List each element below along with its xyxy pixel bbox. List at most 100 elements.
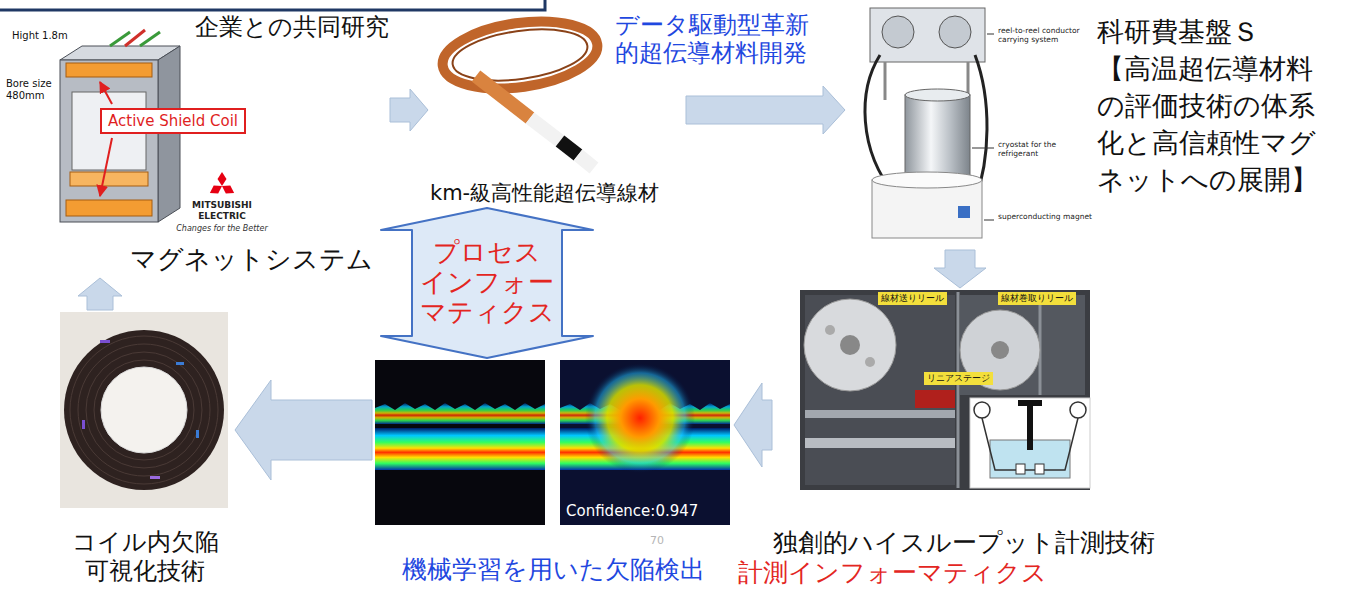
apparatus-illustration — [958, 206, 970, 218]
flow-arrow — [78, 278, 122, 310]
node-caption: 【高温超伝導材料の評価技術の体系化と高信頼性マグネットへの展開】 — [1097, 51, 1334, 199]
heatmap-illustration — [560, 360, 730, 525]
annotation-label: MITSUBISHI ELECTRIC — [186, 200, 258, 222]
stage-node: 機械学習を用いた欠陥検出 — [372, 358, 734, 588]
annotation-label: superconducting magnet — [998, 212, 1092, 221]
apparatus-illustration — [872, 172, 982, 188]
flow-arrow — [734, 383, 772, 467]
tape-illustration — [449, 22, 590, 88]
photo-illustration — [800, 290, 1090, 490]
annotation-label: 70 — [650, 534, 664, 547]
photo-illustration — [1018, 400, 1042, 406]
company-logo — [208, 172, 237, 197]
photo-illustration — [805, 410, 955, 418]
coil-illustration — [60, 312, 228, 508]
photo-illustration — [970, 398, 1090, 488]
apparatus-illustration — [939, 16, 971, 48]
photo-illustration — [991, 341, 1009, 359]
apparatus-illustration — [984, 220, 994, 221]
magnet-illustration — [66, 63, 152, 77]
stage-node: マグネットシステム — [5, 28, 390, 278]
magnet-illustration — [100, 138, 112, 196]
photo-illustration — [840, 335, 860, 355]
annotation-label: Confidence:0.947 — [566, 502, 698, 520]
company-logo — [208, 182, 225, 197]
coil-illustration — [150, 476, 160, 479]
heatmap-illustration — [375, 360, 545, 525]
node-caption: コイル内欠陥 可視化技術 — [60, 528, 230, 586]
photo-illustration — [805, 438, 955, 448]
annotation-label: Active Shield Coil — [100, 108, 246, 134]
apparatus-illustration — [872, 180, 982, 238]
photo-illustration — [800, 290, 1090, 490]
flow-arrow — [686, 86, 845, 134]
coil-illustration — [64, 330, 224, 490]
photo-illustration — [805, 295, 955, 485]
tape-illustration — [438, 12, 601, 97]
coil-illustration — [100, 340, 110, 343]
photo-illustration — [1027, 406, 1033, 450]
photo-illustration — [804, 299, 896, 391]
magnet-illustration — [60, 60, 158, 222]
photo-illustration — [974, 402, 990, 418]
magnet-illustration — [100, 82, 112, 104]
coil-illustration — [78, 344, 210, 476]
apparatus-illustration — [882, 16, 914, 48]
annotation-label: cryostat for the refrigerant — [998, 140, 1092, 158]
photo-illustration — [1070, 402, 1086, 418]
magnet-illustration — [158, 46, 180, 222]
node-caption: 科研費基盤Ｓ — [1097, 14, 1259, 51]
stage-node: 科研費基盤Ｓ【高温超伝導材料の評価技術の体系化と高信頼性マグネットへの展開】 — [845, 2, 1340, 250]
coil-illustration — [176, 362, 184, 365]
coil-illustration — [82, 420, 85, 429]
arrow-label: データ駆動型革新的超伝導材料開発 — [615, 12, 815, 67]
photo-illustration — [982, 418, 1078, 470]
annotation-label: Hight 1.8m — [12, 30, 68, 42]
arrow-label: 計測インフォーマティクス — [738, 559, 1047, 588]
heatmap-illustration — [375, 428, 545, 470]
node-caption: km-級高性能超伝導線材 — [430, 181, 659, 206]
annotation-label: 線材送りリール — [878, 292, 947, 305]
photo-illustration — [957, 292, 960, 488]
heatmap-illustration — [375, 403, 545, 424]
arrow-label: プロセス インフォー マティクス — [417, 238, 557, 328]
heatmap-illustration — [585, 363, 695, 473]
apparatus-illustration — [972, 148, 994, 149]
frame-border — [0, 0, 545, 10]
photo-illustration — [825, 325, 835, 335]
company-logo — [218, 172, 227, 186]
flow-arrow — [381, 208, 593, 358]
apparatus-illustration — [884, 62, 887, 100]
company-logo — [220, 182, 237, 197]
tape-illustration — [560, 141, 578, 155]
photo-illustration — [1035, 464, 1044, 474]
apparatus-illustration — [987, 34, 994, 35]
photo-illustration — [915, 390, 955, 408]
arrow-label: 企業との共同研究 — [195, 14, 389, 42]
annotation-label: reel-to-reel conductor carrying system — [998, 26, 1092, 44]
magnet-illustration — [140, 32, 160, 46]
tape-illustration — [530, 118, 560, 141]
annotation-label: Changes for the Better — [170, 224, 274, 234]
coil-illustration — [101, 367, 187, 453]
magnet-illustration — [70, 172, 148, 186]
tape-illustration — [476, 76, 530, 118]
node-caption: 独創的ハイスループット計測技術 — [773, 528, 1155, 558]
coil-illustration — [86, 352, 202, 468]
photo-illustration — [1016, 464, 1025, 474]
magnet-illustration — [66, 200, 152, 216]
annotation-label: Bore size 480mm — [6, 78, 56, 102]
flow-arrow — [235, 380, 372, 480]
annotation-label: リニアステージ — [924, 372, 993, 385]
heatmap-illustration — [375, 360, 730, 525]
tape-illustration — [578, 155, 594, 168]
tape-illustration — [438, 12, 601, 168]
annotation-label: 線材巻取りリール — [998, 292, 1076, 305]
apparatus-illustration — [865, 8, 994, 238]
node-caption: マグネットシステム — [130, 244, 373, 275]
node-caption: 機械学習を用いた欠陥検出 — [402, 555, 705, 585]
stage-node: コイル内欠陥 可視化技術 — [55, 310, 235, 588]
photo-illustration — [865, 357, 875, 367]
coil-illustration — [60, 312, 228, 508]
